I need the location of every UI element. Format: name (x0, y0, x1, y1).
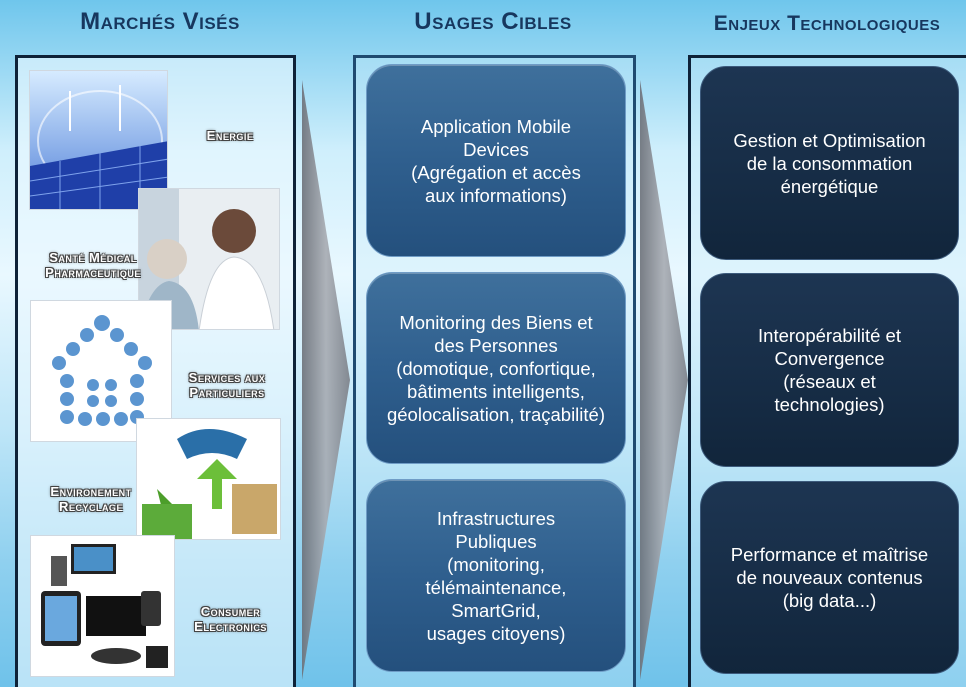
solar-wind-image (29, 70, 168, 210)
enjeu-box-interoperabilite: Interopérabilité et Convergence (réseaux… (700, 273, 959, 467)
usage-box-monitoring: Monitoring des Biens et des Personnes (d… (366, 272, 626, 464)
usages-title: Usages Cibles (414, 8, 572, 35)
doctor-patient-image (138, 188, 280, 330)
market-label-environnement: Environement Recyclage (50, 484, 132, 514)
devices-image (30, 535, 175, 677)
usage-box-mobile: Application Mobile Devices (Agrégation e… (366, 64, 626, 257)
recycle-image (136, 418, 281, 540)
market-label-energie: Energie (206, 128, 254, 143)
enjeux-title: Enjeux Technologiques (713, 12, 941, 35)
market-label-sante: Santé Médical Pharmaceutique (45, 250, 141, 280)
usage-box-infrastructures: Infrastructures Publiques (monitoring, t… (366, 479, 626, 672)
market-label-consumer: Consumer Electronics (194, 604, 267, 634)
flow-arrow-2 (640, 80, 688, 680)
flow-arrow-1 (302, 80, 350, 680)
market-label-services: Services aux Particuliers (188, 370, 266, 400)
enjeu-box-performance: Performance et maîtrise de nouveaux cont… (700, 481, 959, 674)
markets-title: Marchés Visés (80, 8, 240, 35)
enjeu-box-gestion: Gestion et Optimisation de la consommati… (700, 66, 959, 260)
app-house-image (30, 300, 172, 442)
